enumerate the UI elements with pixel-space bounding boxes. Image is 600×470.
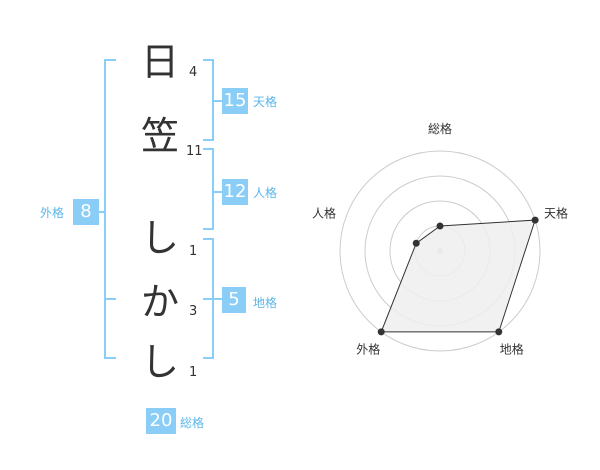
tenkaku-value: 15 bbox=[222, 88, 248, 114]
radar-axis-label-1: 総格 bbox=[428, 121, 452, 136]
radar-point-5 bbox=[412, 239, 420, 247]
name-char-3: し bbox=[140, 216, 179, 260]
stroke-count-3: 1 bbox=[189, 244, 198, 259]
radar-polygon bbox=[380, 219, 536, 333]
radar-point-3 bbox=[495, 328, 503, 336]
stroke-count-2: 11 bbox=[186, 144, 203, 159]
jinkaku-value: 12 bbox=[222, 179, 248, 205]
radar-point-4 bbox=[377, 328, 385, 336]
tenkaku-label: 天格 bbox=[253, 95, 278, 109]
soukaku-label: 総格 bbox=[180, 416, 205, 430]
chikaku-label: 地格 bbox=[253, 296, 278, 310]
name-char-2: 笠 bbox=[140, 114, 179, 158]
radar-axis-label-4: 外格 bbox=[356, 342, 380, 357]
jinkaku-bracket bbox=[203, 148, 214, 230]
stroke-count-1: 4 bbox=[189, 65, 198, 80]
radar-point-2 bbox=[531, 216, 539, 224]
jinkaku-label: 人格 bbox=[253, 186, 278, 200]
stroke-count-5: 1 bbox=[189, 365, 198, 380]
name-char-4: か bbox=[140, 280, 179, 324]
radar-ring bbox=[339, 150, 541, 352]
soukaku-value: 20 bbox=[146, 408, 176, 434]
radar-axis-label-5: 人格 bbox=[312, 205, 336, 220]
chikaku-value: 5 bbox=[222, 287, 246, 313]
name-char-5: し bbox=[140, 340, 179, 384]
radar-axis-label-2: 天格 bbox=[544, 205, 568, 220]
gaikaku-label: 外格 bbox=[40, 206, 65, 220]
gaikaku-bracket bbox=[104, 59, 116, 359]
name-char-1: 日 bbox=[140, 40, 179, 84]
radar-point-1 bbox=[436, 222, 444, 230]
stroke-count-4: 3 bbox=[189, 304, 198, 319]
gaikaku-value: 8 bbox=[73, 199, 99, 225]
radar-axis-label-3: 地格 bbox=[500, 342, 524, 357]
